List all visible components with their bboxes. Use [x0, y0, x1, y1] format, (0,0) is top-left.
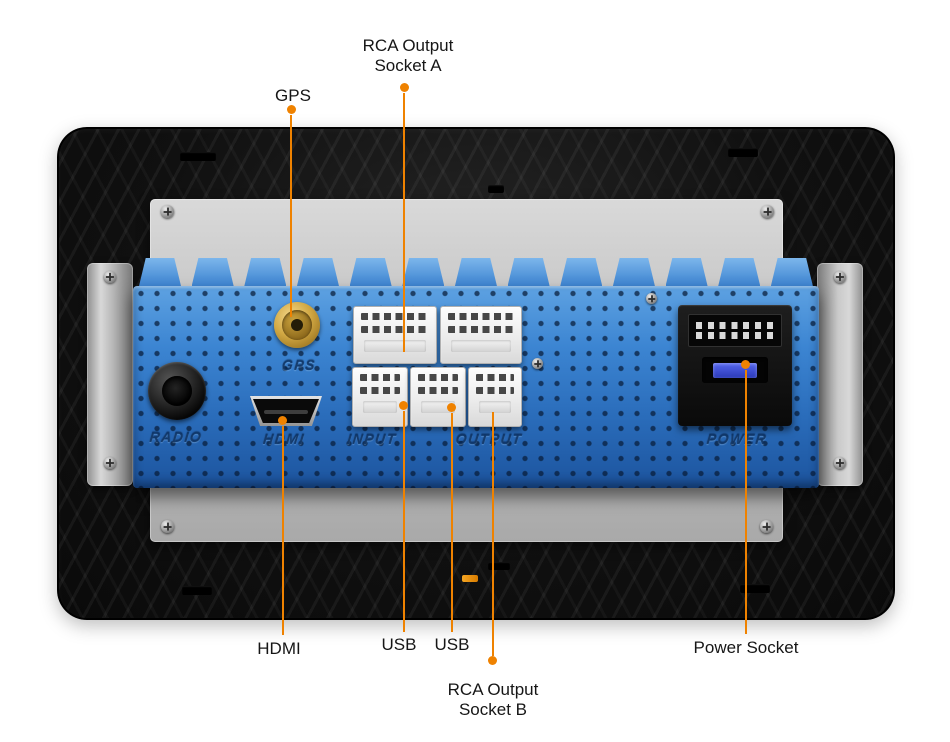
- callout-gps-label: GPS: [275, 86, 311, 105]
- usb-connector-right: [410, 367, 466, 427]
- tooth: [770, 258, 813, 286]
- panel-label-power: POWER: [705, 431, 769, 447]
- head-unit-rear-body: RADIO GPS HDMI INPUT OUTPUT POWER: [57, 127, 895, 620]
- rca-output-socket-b: [468, 367, 522, 427]
- radio-antenna-socket: [148, 362, 206, 420]
- orange-sticker: [462, 575, 478, 582]
- usb-connector-left: [352, 367, 408, 427]
- screw: [761, 205, 774, 218]
- callout-rca-a-label: RCA Output Socket A: [362, 36, 454, 76]
- power-pin-block: [688, 314, 782, 347]
- tooth: [191, 258, 234, 286]
- gps-connector-core: [282, 310, 312, 340]
- vent-slot: [740, 584, 770, 593]
- tooth: [507, 258, 550, 286]
- pin-row: [448, 326, 514, 333]
- screw: [161, 520, 174, 533]
- pin-row: [696, 322, 774, 329]
- hdmi-port-opening: [253, 399, 319, 423]
- tooth: [349, 258, 392, 286]
- vent-slot: [180, 152, 216, 161]
- input-connector: [440, 306, 522, 364]
- callout-rca-a-dot: [400, 83, 409, 92]
- tooth: [454, 258, 497, 286]
- callout-usb-right-label: USB: [434, 635, 470, 654]
- screw: [532, 358, 543, 369]
- tooth: [612, 258, 655, 286]
- screw: [834, 271, 846, 283]
- screw: [646, 293, 657, 304]
- connector-latch: [451, 340, 511, 352]
- connector-latch: [479, 401, 511, 413]
- pin-row: [418, 387, 458, 394]
- panel-label-input: INPUT: [346, 431, 398, 447]
- right-mounting-bracket: [817, 263, 863, 486]
- vent-slot: [182, 586, 212, 595]
- screw: [104, 271, 116, 283]
- serrated-edge: [133, 258, 819, 286]
- pin-row: [448, 313, 514, 320]
- connector-latch: [364, 340, 426, 352]
- callout-hdmi-label: HDMI: [257, 639, 301, 658]
- panel-label-hdmi: HDMI: [262, 431, 306, 447]
- tooth: [560, 258, 603, 286]
- screw: [161, 205, 174, 218]
- callout-usb-left-label: USB: [381, 635, 417, 654]
- tooth: [296, 258, 339, 286]
- pin-row: [360, 387, 400, 394]
- callout-gps-dot: [287, 105, 296, 114]
- power-socket: [678, 305, 792, 426]
- connector-latch: [363, 401, 397, 413]
- fuse: [713, 362, 757, 378]
- vent-slot: [728, 148, 758, 157]
- callout-power-label: Power Socket: [693, 638, 799, 657]
- pin-row: [476, 374, 514, 381]
- screw: [104, 457, 116, 469]
- connector-latch: [421, 401, 455, 413]
- tooth: [402, 258, 445, 286]
- pin-row: [361, 313, 429, 320]
- pin-row: [418, 374, 458, 381]
- left-mounting-bracket: [87, 263, 133, 486]
- pin-row: [360, 374, 400, 381]
- gps-antenna-connector: [274, 302, 320, 348]
- pin-row: [696, 332, 774, 339]
- vent-slot: [488, 185, 504, 193]
- callout-rca-b-dot: [488, 656, 497, 665]
- tooth: [665, 258, 708, 286]
- tooth: [244, 258, 287, 286]
- fuse-slot: [702, 357, 768, 383]
- callout-rca-b-label: RCA Output Socket B: [447, 680, 539, 720]
- panel-label-gps: GPS: [281, 357, 317, 373]
- hdmi-pin-slot: [264, 410, 308, 415]
- hdmi-port: [250, 396, 322, 426]
- tooth: [718, 258, 761, 286]
- vent-slot: [488, 562, 510, 570]
- rca-output-socket-a: [353, 306, 437, 364]
- screw: [834, 457, 846, 469]
- pin-row: [361, 326, 429, 333]
- tooth: [139, 258, 181, 286]
- panel-label-radio: RADIO: [148, 429, 204, 445]
- panel-label-output: OUTPUT: [454, 431, 524, 447]
- screw: [760, 520, 773, 533]
- pin-row: [476, 387, 514, 394]
